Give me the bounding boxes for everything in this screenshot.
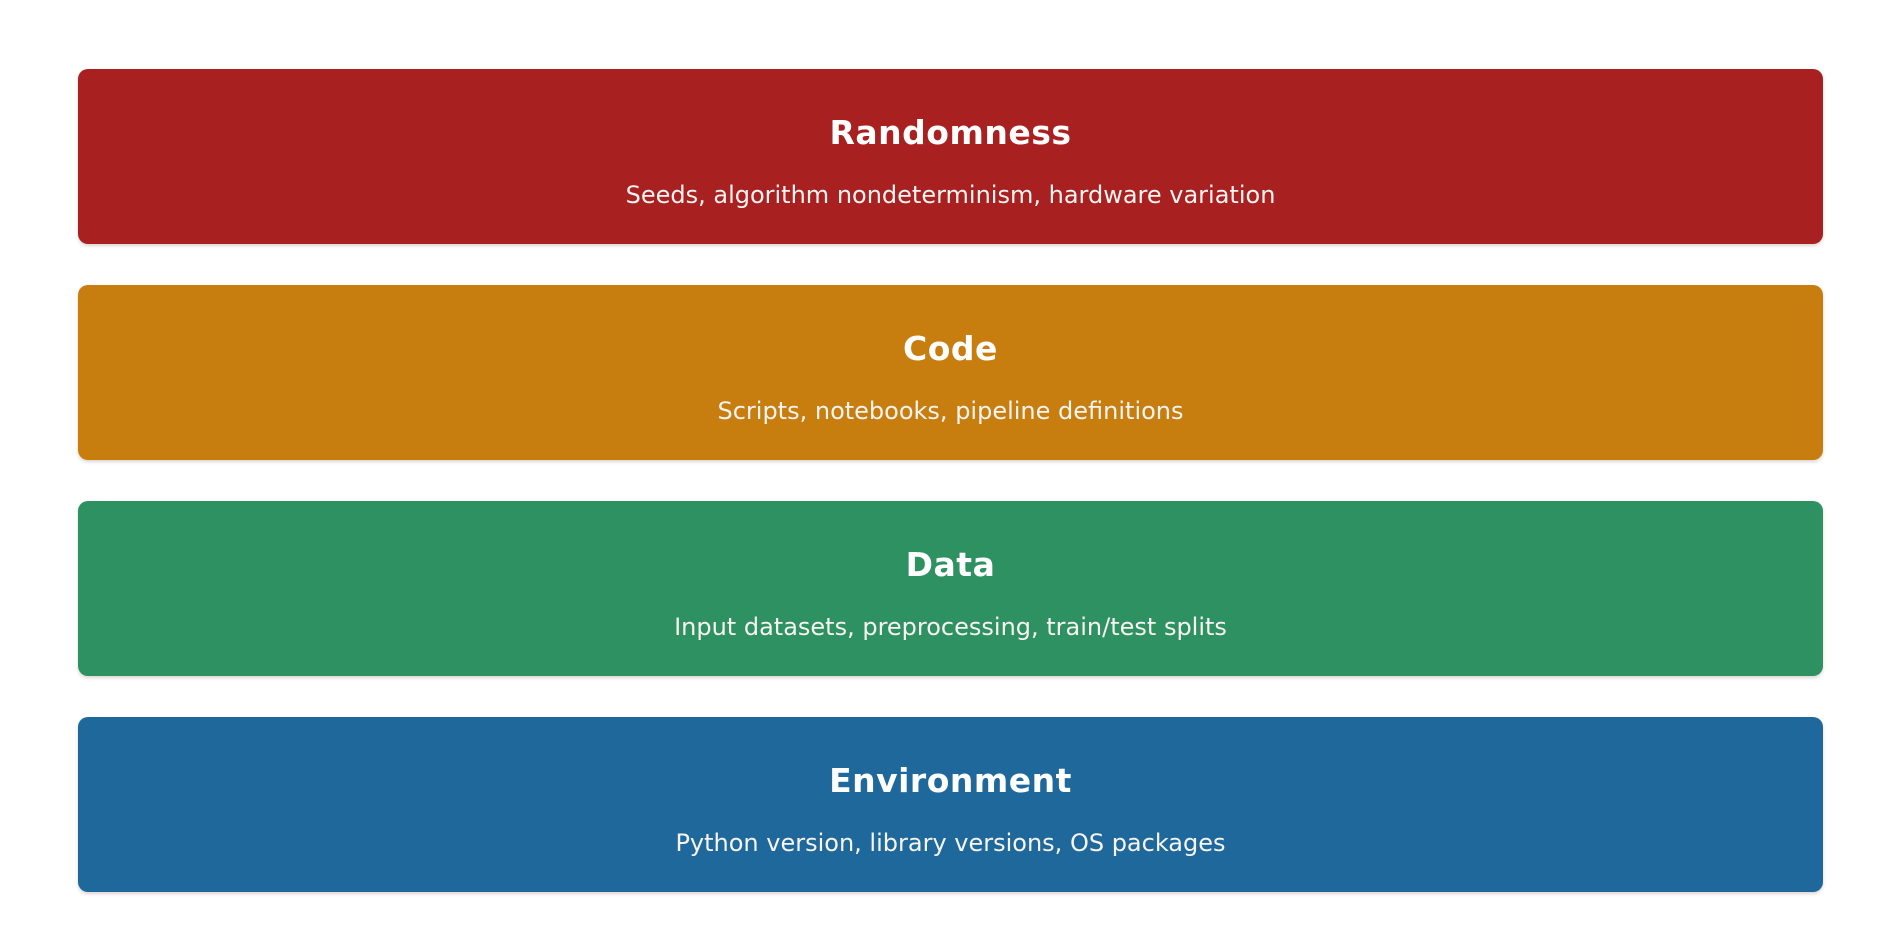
layer-subtitle-environment: Python version, library versions, OS pac…	[675, 829, 1226, 857]
layer-randomness: Randomness Seeds, algorithm nondetermini…	[78, 69, 1823, 244]
layer-title-data: Data	[905, 545, 996, 584]
layer-title-environment: Environment	[829, 761, 1072, 800]
layer-environment: Environment Python version, library vers…	[78, 717, 1823, 892]
layer-title-code: Code	[903, 329, 998, 368]
layer-subtitle-data: Input datasets, preprocessing, train/tes…	[674, 613, 1227, 641]
layer-subtitle-code: Scripts, notebooks, pipeline definitions	[717, 397, 1184, 425]
layer-subtitle-randomness: Seeds, algorithm nondeterminism, hardwar…	[625, 181, 1276, 209]
layer-title-randomness: Randomness	[829, 113, 1072, 152]
layer-code: Code Scripts, notebooks, pipeline defini…	[78, 285, 1823, 460]
layer-data: Data Input datasets, preprocessing, trai…	[78, 501, 1823, 676]
layer-stack: Randomness Seeds, algorithm nondetermini…	[78, 69, 1823, 892]
